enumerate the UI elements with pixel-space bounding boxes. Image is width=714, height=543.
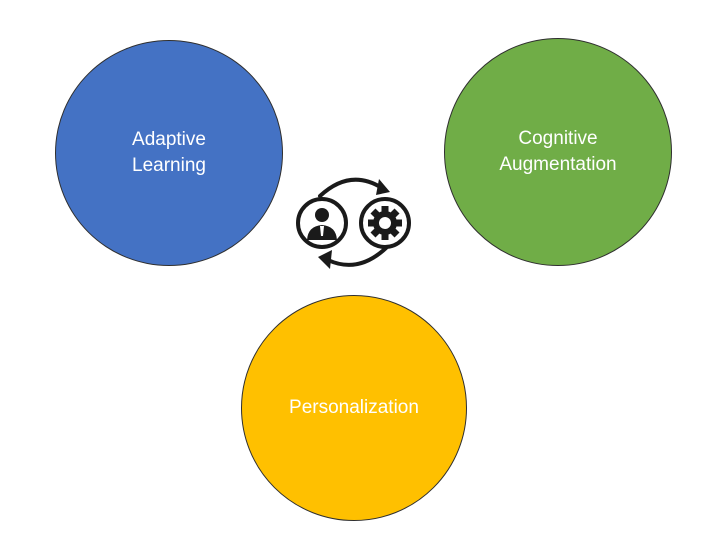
gear-icon	[359, 197, 411, 249]
personalization-circle: Personalization	[241, 295, 467, 521]
personalization-label: Personalization	[289, 397, 419, 418]
cycle-arrow-bottom-icon	[326, 246, 388, 267]
adaptive-learning-label: Adaptive Learning	[132, 129, 206, 176]
cognitive-augmentation-circle: Cognitive Augmentation	[444, 38, 672, 266]
cycle-arrow-top-icon	[318, 177, 384, 198]
adaptive-learning-circle: Adaptive Learning	[55, 40, 283, 266]
cognitive-augmentation-label: Cognitive Augmentation	[499, 128, 617, 175]
person-icon	[296, 197, 348, 249]
cycle-arrowhead-top-icon	[376, 179, 390, 195]
cycle-arrowhead-bottom-icon	[318, 250, 332, 269]
person-gear-cycle-icon	[296, 177, 411, 269]
